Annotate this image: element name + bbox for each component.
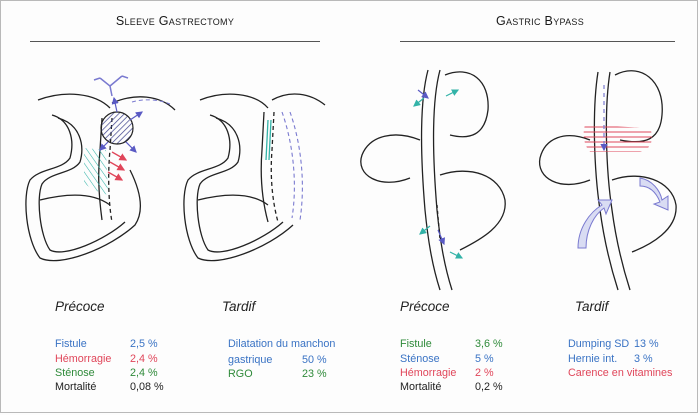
bypass-late-hemorrhage-hatch xyxy=(583,125,652,152)
sleeve-late-label: Tardif xyxy=(222,299,256,314)
bypass-early-mortalite-value: 0,2 % xyxy=(475,381,503,393)
sleeve-early-label: Précoce xyxy=(55,299,105,314)
sleeve-early-stenose-value: 2,4 % xyxy=(130,367,158,379)
bypass-title-rule xyxy=(400,41,675,42)
sleeve-title-rule xyxy=(30,41,320,42)
sleeve-late-dilation xyxy=(281,111,303,221)
sleeve-vessel-branch xyxy=(93,75,129,97)
sleeve-early-stenose-name: Sténose xyxy=(55,367,95,379)
bypass-early-fistula-arrows xyxy=(413,89,464,259)
bypass-early-drawing xyxy=(360,69,506,291)
sleeve-late-rgo-value: 23 % xyxy=(302,368,327,380)
bypass-early-mortalite-name: Mortalité xyxy=(400,381,442,393)
sleeve-resection-line xyxy=(131,99,171,105)
anatomy-illustrations xyxy=(25,69,677,291)
sleeve-hemorrhage-arrows xyxy=(107,151,128,181)
bypass-late-carence-name: Carence en vitamines xyxy=(568,367,673,379)
bypass-early-fistule-value: 3,6 % xyxy=(475,338,503,350)
sleeve-early-fistule-value: 2,5 % xyxy=(130,338,158,350)
bypass-early-hemorragie-name: Hémorragie xyxy=(400,367,457,379)
bypass-late-dumping-value: 13 % xyxy=(634,338,659,350)
bypass-late-hernia-arrow-1 xyxy=(577,199,613,249)
sleeve-early-mortalite-value: 0,08 % xyxy=(130,381,164,393)
sleeve-early-hemorragie-name: Hémorragie xyxy=(55,353,112,365)
sleeve-early-hemorragie-value: 2,4 % xyxy=(130,353,158,365)
bypass-early-stenosis-arrows xyxy=(417,89,445,246)
bypass-early-label: Précoce xyxy=(400,299,450,314)
bypass-early-stenose-name: Sténose xyxy=(400,353,440,365)
sleeve-late-reflux-lines xyxy=(265,119,272,161)
sleeve-late-gastrique-name: gastrique xyxy=(228,354,273,366)
sleeve-late-drawing xyxy=(183,93,326,262)
bypass-late-drawing xyxy=(539,70,677,291)
bypass-late-label: Tardif xyxy=(575,299,609,314)
bypass-early-hemorragie-value: 2 % xyxy=(475,367,494,379)
bypass-early-fistule-name: Fistule xyxy=(400,338,432,350)
sleeve-early-fistule-name: Fistule xyxy=(55,338,87,350)
sleeve-vessel-arrows xyxy=(99,96,143,153)
sleeve-title: Sleeve Gastrectomy xyxy=(115,14,235,28)
sleeve-late-rgo-name: RGO xyxy=(228,368,253,380)
bypass-late-hernie-name: Hernie int. xyxy=(568,353,618,365)
sleeve-late-gastrique-value: 50 % xyxy=(302,354,327,366)
bypass-early-stenose-value: 5 % xyxy=(475,353,494,365)
sleeve-leak-hatch xyxy=(84,148,108,195)
bypass-title: Gastric Bypass xyxy=(495,14,585,28)
sleeve-late-dilatation-name: Dilatation du manchon xyxy=(228,338,336,350)
bypass-late-dumping-name: Dumping SD xyxy=(568,338,630,350)
bypass-late-hernia-arrow-2 xyxy=(639,177,669,211)
bypass-late-hernie-value: 3 % xyxy=(634,353,653,365)
sleeve-spleen-hatch xyxy=(100,111,134,145)
sleeve-early-mortalite-name: Mortalité xyxy=(55,381,97,393)
